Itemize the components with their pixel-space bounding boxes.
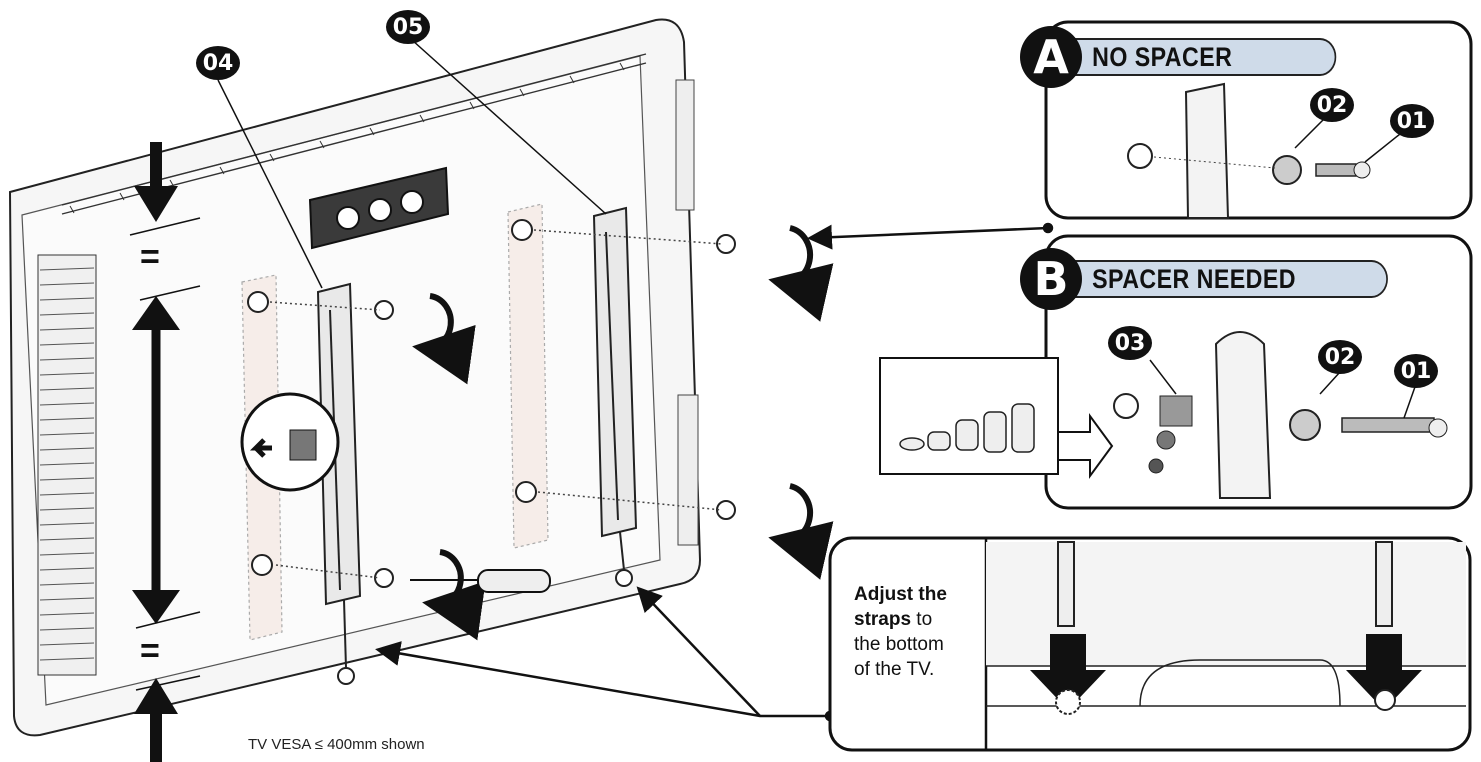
- panel-b-title: SPACER NEEDED: [1056, 260, 1388, 298]
- panel-b: [879, 234, 1473, 510]
- rotation-arrows: [412, 225, 834, 641]
- control-knobs: [336, 190, 424, 230]
- callout-b-03: 03: [1108, 326, 1152, 360]
- bottom-up-arrow: [134, 678, 178, 762]
- callout-b-02: 02: [1318, 340, 1362, 374]
- panel-a-letter: A: [1020, 26, 1082, 88]
- magnifier-detail: [240, 392, 340, 492]
- adjust-line-1: Adjust the: [854, 584, 947, 605]
- vesa-caption: TV VESA ≤ 400mm shown: [248, 736, 425, 753]
- leader-lines: [217, 39, 607, 289]
- top-down-arrow: [134, 142, 178, 222]
- reference-lines: [129, 217, 201, 691]
- adjust-line-4: of the TV.: [854, 659, 935, 680]
- adjust-straps-word: straps: [854, 609, 912, 630]
- screwdriver: [410, 569, 551, 593]
- adjust-line-3: the bottom: [854, 634, 944, 655]
- vent-lines-left: [39, 267, 95, 661]
- tv-back-panel: [8, 18, 702, 737]
- vertical-dimension-arrow: [132, 296, 180, 624]
- equal-mark-bottom: =: [140, 632, 160, 670]
- callout-05: 05: [386, 10, 430, 44]
- panel-b-letter: B: [1020, 248, 1082, 310]
- callout-a-02: 02: [1310, 88, 1354, 122]
- adjust-line-2-rest: to: [911, 609, 933, 630]
- panel-a-title: NO SPACER: [1056, 38, 1337, 76]
- bracket-05: [592, 206, 638, 587]
- callout-a-01: 01: [1390, 104, 1434, 138]
- callout-b-01: 01: [1394, 354, 1438, 388]
- panel-straps: [828, 536, 1472, 752]
- adjust-straps-note: Adjust the straps to the bottom of the T…: [854, 582, 980, 682]
- callout-04: 04: [196, 46, 240, 80]
- dotted-guides: [269, 229, 723, 579]
- equal-mark-top: =: [140, 238, 160, 276]
- pointer-to-panels: [807, 222, 1054, 250]
- dashed-bracket-ghost-right: [507, 203, 549, 549]
